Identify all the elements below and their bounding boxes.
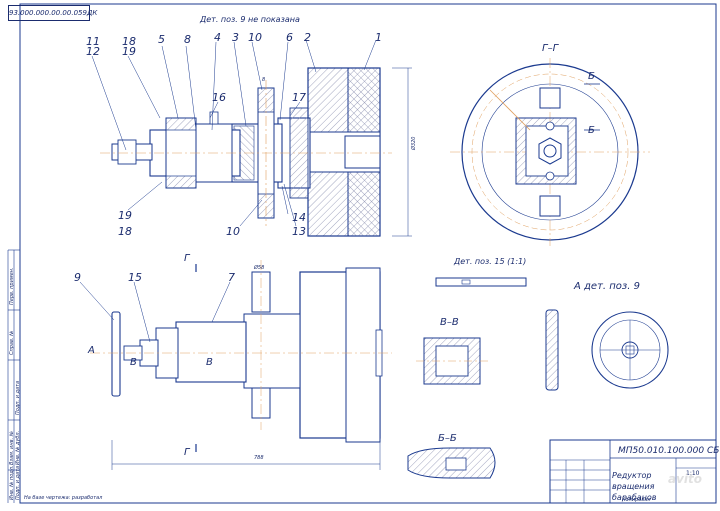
note-view-a: А дет. поз. 9 [574, 281, 640, 292]
strip-label-4: Инв. № дубл. [15, 430, 21, 465]
title-name-line1: Редуктор вращения [612, 471, 655, 491]
section-mark-g2: Г [184, 447, 190, 458]
dimension-diameter: Ø320 [411, 136, 417, 150]
dimension-small: 8 [262, 77, 266, 83]
strip-label-3: Подп. и дата [15, 380, 21, 415]
callout-9: 9 [74, 271, 81, 284]
title-block [549, 439, 717, 504]
callout-18a: 18 [122, 35, 136, 48]
callout-15: 15 [128, 271, 142, 284]
callout-3: 3 [232, 31, 239, 44]
handwheel [111, 311, 121, 397]
sheet-frame [19, 3, 717, 504]
callout-19a: 19 [122, 45, 136, 58]
strip-label-5: Взам. инв. № [9, 431, 15, 465]
callout-7: 7 [228, 271, 235, 284]
callout-19b: 19 [118, 209, 132, 222]
section-mark-v1: В [130, 357, 137, 368]
callout-18b: 18 [118, 225, 132, 238]
bottom-note: На базе чертежа: разработал [24, 495, 103, 501]
strip-label-7: Инв. № подл. [9, 465, 15, 501]
title-format: Копировал [622, 497, 651, 503]
top-section-view [91, 39, 412, 237]
note-mid: Дет. поз. 15 (1:1) [454, 257, 527, 266]
callout-1: 1 [375, 31, 382, 44]
bottom-assembly-view [79, 260, 392, 470]
section-mark-a: А [88, 345, 95, 356]
strip-label-1: Перв. примен. [9, 267, 15, 305]
section-vv-label: В–В [440, 317, 459, 328]
callout-11: 11 [86, 35, 100, 48]
title-part-number: МП50.010.100.000 СБ [618, 446, 720, 456]
callout-12: 12 [86, 45, 100, 58]
title-scale: 1:10 [686, 470, 700, 477]
section-mark-g1: Г [184, 253, 190, 264]
section-bb-view [407, 447, 496, 479]
callout-6: 6 [286, 31, 293, 44]
title-name: Редуктор вращения барабанов [612, 470, 670, 503]
callout-5: 5 [158, 33, 165, 46]
watermark: avito [668, 472, 703, 486]
section-bb-label: Б–Б [438, 433, 457, 444]
section-mark-v2: В [206, 357, 213, 368]
callout-16: 16 [212, 91, 226, 104]
callout-4: 4 [214, 31, 221, 44]
section-mark-b1: Б [588, 71, 595, 82]
callout-2: 2 [304, 31, 311, 44]
section-mark-b2: Б [588, 125, 595, 136]
section-gg-view [450, 58, 650, 246]
view-a [545, 309, 669, 391]
dimension-width: Ø58 [254, 265, 265, 271]
strip-label-6: Подп. и дата [15, 465, 21, 500]
dimension-length: 788 [254, 455, 264, 461]
section-gg-label: Г–Г [542, 43, 559, 54]
callout-14: 14 [292, 211, 306, 224]
document-stamp-code: 93.000.000.00.00.059ДК [8, 5, 97, 21]
part-15-strip [435, 277, 527, 287]
note-top: Дет. поз. 9 не показана [200, 15, 300, 24]
callout-10: 10 [248, 31, 262, 44]
title-name-line2: барабанов [612, 493, 657, 502]
callout-13: 13 [292, 225, 306, 238]
callout-8: 8 [184, 33, 191, 46]
section-vv-view [416, 337, 488, 385]
callout-10b: 10 [226, 225, 240, 238]
callout-17: 17 [292, 91, 306, 104]
strip-label-2: Справ. № [9, 330, 15, 355]
